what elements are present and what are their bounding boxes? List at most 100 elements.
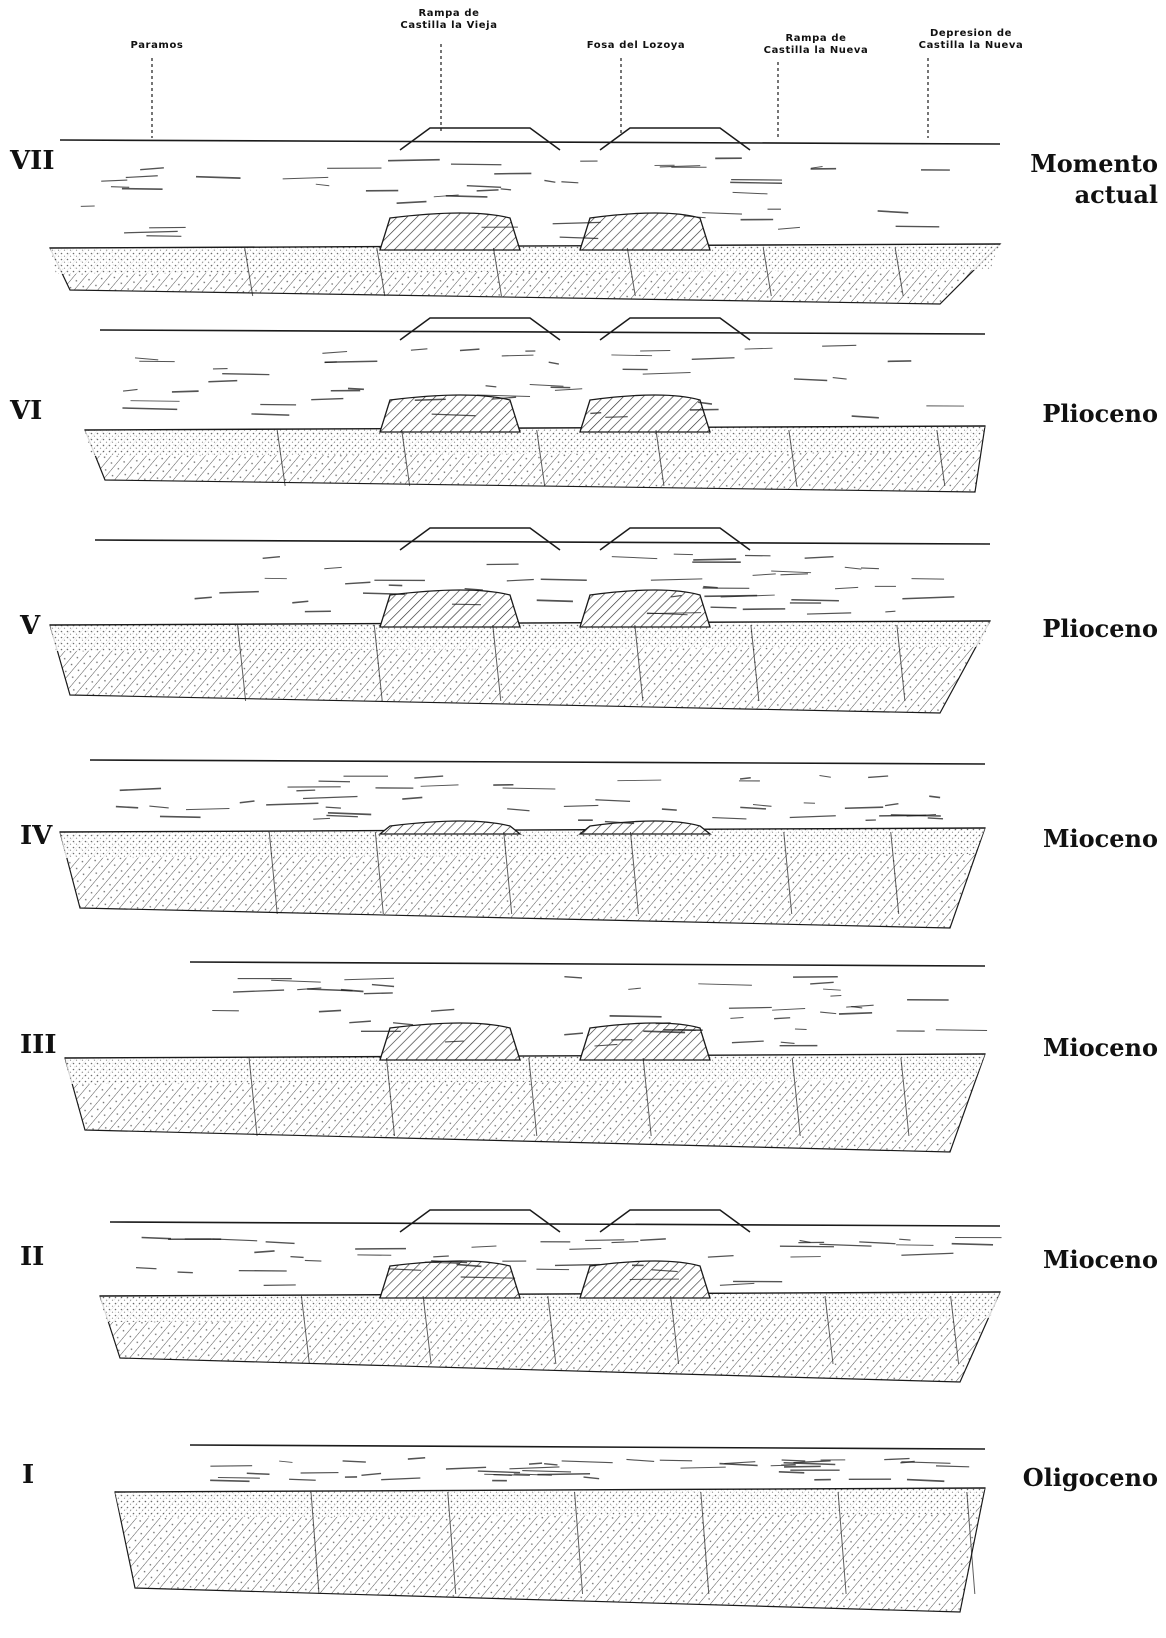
label-depresion-line-1: Depresion de bbox=[896, 28, 1046, 40]
epoch-label-v: Plioceno bbox=[1042, 613, 1158, 644]
strata-stroke bbox=[433, 1256, 449, 1257]
strata-stroke bbox=[247, 1473, 270, 1474]
label-rampa-castilla-vieja: Rampa de Castilla la Vieja bbox=[374, 8, 524, 32]
label-paramos: Paramos bbox=[112, 40, 202, 52]
strata-stroke bbox=[617, 780, 661, 781]
strata-stroke bbox=[348, 388, 364, 389]
strata-stroke bbox=[590, 413, 601, 414]
sediment-band bbox=[50, 244, 1000, 274]
epoch-iv-line-1: Mioceno bbox=[1043, 823, 1158, 854]
strata-stroke bbox=[210, 1480, 249, 1481]
strata-stroke bbox=[780, 1246, 834, 1247]
stage-block-vii bbox=[50, 128, 1000, 304]
horst-core-2 bbox=[580, 213, 710, 250]
strata-stroke bbox=[779, 1472, 804, 1473]
stage-block-iv bbox=[60, 760, 985, 928]
epoch-label-ii: Mioceno bbox=[1043, 1244, 1158, 1275]
strata-stroke bbox=[703, 587, 717, 588]
epoch-label-vi: Plioceno bbox=[1042, 398, 1158, 429]
horst-core-2 bbox=[580, 1023, 710, 1060]
label-fosa-line-1: Fosa del Lozoya bbox=[566, 40, 706, 52]
epoch-vi-line-1: Plioceno bbox=[1042, 398, 1158, 429]
sediment-band bbox=[60, 828, 985, 858]
strata-stroke bbox=[146, 236, 181, 237]
epoch-i-line-1: Oligoceno bbox=[1023, 1462, 1158, 1493]
epoch-ii-line-1: Mioceno bbox=[1043, 1244, 1158, 1275]
epoch-label-i: Oligoceno bbox=[1023, 1462, 1158, 1493]
horst-core-2 bbox=[580, 395, 710, 432]
strata-stroke bbox=[502, 355, 534, 356]
strata-stroke bbox=[555, 1265, 600, 1266]
stage-block-i bbox=[115, 1445, 985, 1612]
horst-core-2 bbox=[580, 590, 710, 627]
strata-stroke bbox=[172, 391, 199, 392]
stage-numeral-i: I bbox=[22, 1460, 34, 1490]
stage-block-v bbox=[50, 528, 990, 713]
strata-stroke bbox=[537, 600, 573, 601]
label-depresion-castilla-nueva: Depresion de Castilla la Nueva bbox=[896, 28, 1046, 52]
strata-stroke bbox=[364, 993, 393, 994]
strata-stroke bbox=[656, 1023, 671, 1024]
strata-stroke bbox=[160, 816, 201, 817]
stage-numeral-vi: VI bbox=[10, 396, 42, 426]
strata-stroke bbox=[784, 1466, 821, 1467]
label-depresion-line-2: Castilla la Nueva bbox=[896, 40, 1046, 52]
label-rampa-nueva-line-1: Rampa de bbox=[746, 33, 886, 45]
stage-block-ii bbox=[100, 1210, 1002, 1382]
stage-numeral-vii: VII bbox=[10, 146, 55, 176]
epoch-v-line-1: Plioceno bbox=[1042, 613, 1158, 644]
upper-surface bbox=[50, 140, 1000, 248]
strata-stroke bbox=[660, 1460, 692, 1461]
strata-stroke bbox=[290, 1257, 303, 1258]
sediment-band bbox=[65, 1054, 985, 1084]
strata-stroke bbox=[325, 361, 378, 362]
strata-stroke bbox=[791, 600, 839, 601]
epoch-vii-line-1: Momento bbox=[1030, 148, 1158, 179]
strata-stroke bbox=[131, 401, 180, 402]
strata-stroke bbox=[861, 568, 879, 569]
epoch-label-iv: Mioceno bbox=[1043, 823, 1158, 854]
epoch-vii-line-2: actual bbox=[1030, 179, 1158, 210]
horst-core-1 bbox=[380, 1261, 520, 1298]
strata-stroke bbox=[388, 160, 440, 161]
stage-numeral-ii: II bbox=[20, 1242, 44, 1272]
strata-stroke bbox=[585, 1240, 624, 1241]
stage-block-vi bbox=[85, 318, 985, 492]
stage-numeral-v: V bbox=[20, 611, 40, 641]
label-fosa-lozoya: Fosa del Lozoya bbox=[566, 40, 706, 52]
strata-stroke bbox=[178, 1272, 193, 1273]
strata-stroke bbox=[477, 190, 499, 191]
strata-stroke bbox=[296, 790, 315, 791]
strata-stroke bbox=[730, 182, 782, 183]
stage-block-iii bbox=[65, 962, 987, 1152]
label-paramos-line-1: Paramos bbox=[112, 40, 202, 52]
strata-stroke bbox=[885, 611, 895, 612]
strata-stroke bbox=[210, 1466, 252, 1467]
sediment-band bbox=[115, 1488, 985, 1518]
strata-stroke bbox=[451, 164, 501, 165]
upper-surface bbox=[115, 1445, 985, 1492]
epoch-iii-line-1: Mioceno bbox=[1043, 1032, 1158, 1063]
strata-stroke bbox=[122, 189, 163, 190]
label-rampa-vieja-line-1: Rampa de bbox=[374, 8, 524, 20]
sediment-band bbox=[85, 426, 985, 456]
strata-stroke bbox=[912, 579, 945, 580]
strata-stroke bbox=[218, 1478, 260, 1479]
epoch-label-iii: Mioceno bbox=[1043, 1032, 1158, 1063]
strata-stroke bbox=[729, 1007, 772, 1008]
strata-stroke bbox=[928, 818, 943, 819]
strata-stroke bbox=[537, 1474, 590, 1475]
strata-stroke bbox=[541, 579, 587, 580]
stage-numeral-iii: III bbox=[20, 1030, 57, 1060]
horst-core-1 bbox=[380, 395, 520, 432]
strata-stroke bbox=[446, 196, 488, 197]
strata-stroke bbox=[493, 1475, 511, 1476]
upper-surface bbox=[100, 1222, 1000, 1296]
upper-surface bbox=[60, 760, 985, 832]
strata-stroke bbox=[319, 781, 350, 782]
strata-stroke bbox=[845, 807, 883, 808]
strata-stroke bbox=[693, 559, 736, 560]
horst-core-1 bbox=[380, 213, 520, 250]
